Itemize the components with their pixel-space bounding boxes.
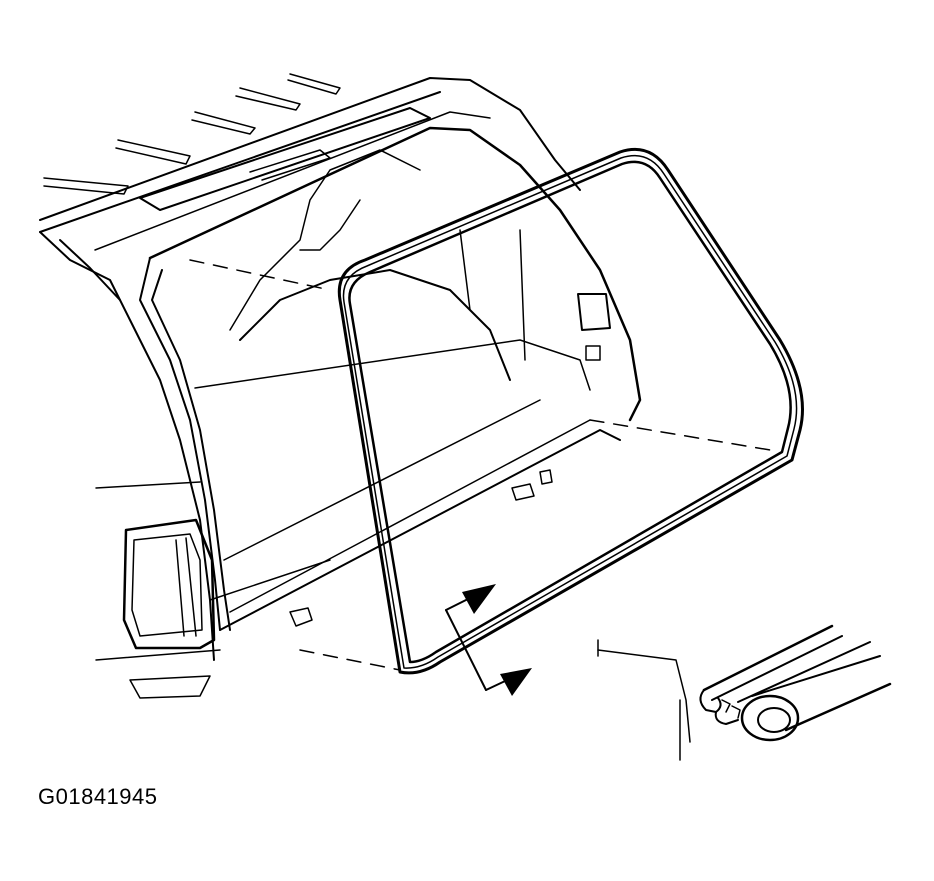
weatherstrip-section-detail (597, 624, 892, 761)
liftgate-opening-frame (139, 126, 771, 671)
liftgate-weatherstrip (337, 147, 804, 675)
vehicle-roof (39, 73, 581, 251)
figure-id-label: G01841945 (38, 784, 158, 809)
direction-arrows (445, 584, 532, 696)
lower-arrowhead (500, 668, 532, 696)
vehicle-left-quarter (39, 231, 221, 699)
upper-arrowhead (462, 584, 496, 614)
